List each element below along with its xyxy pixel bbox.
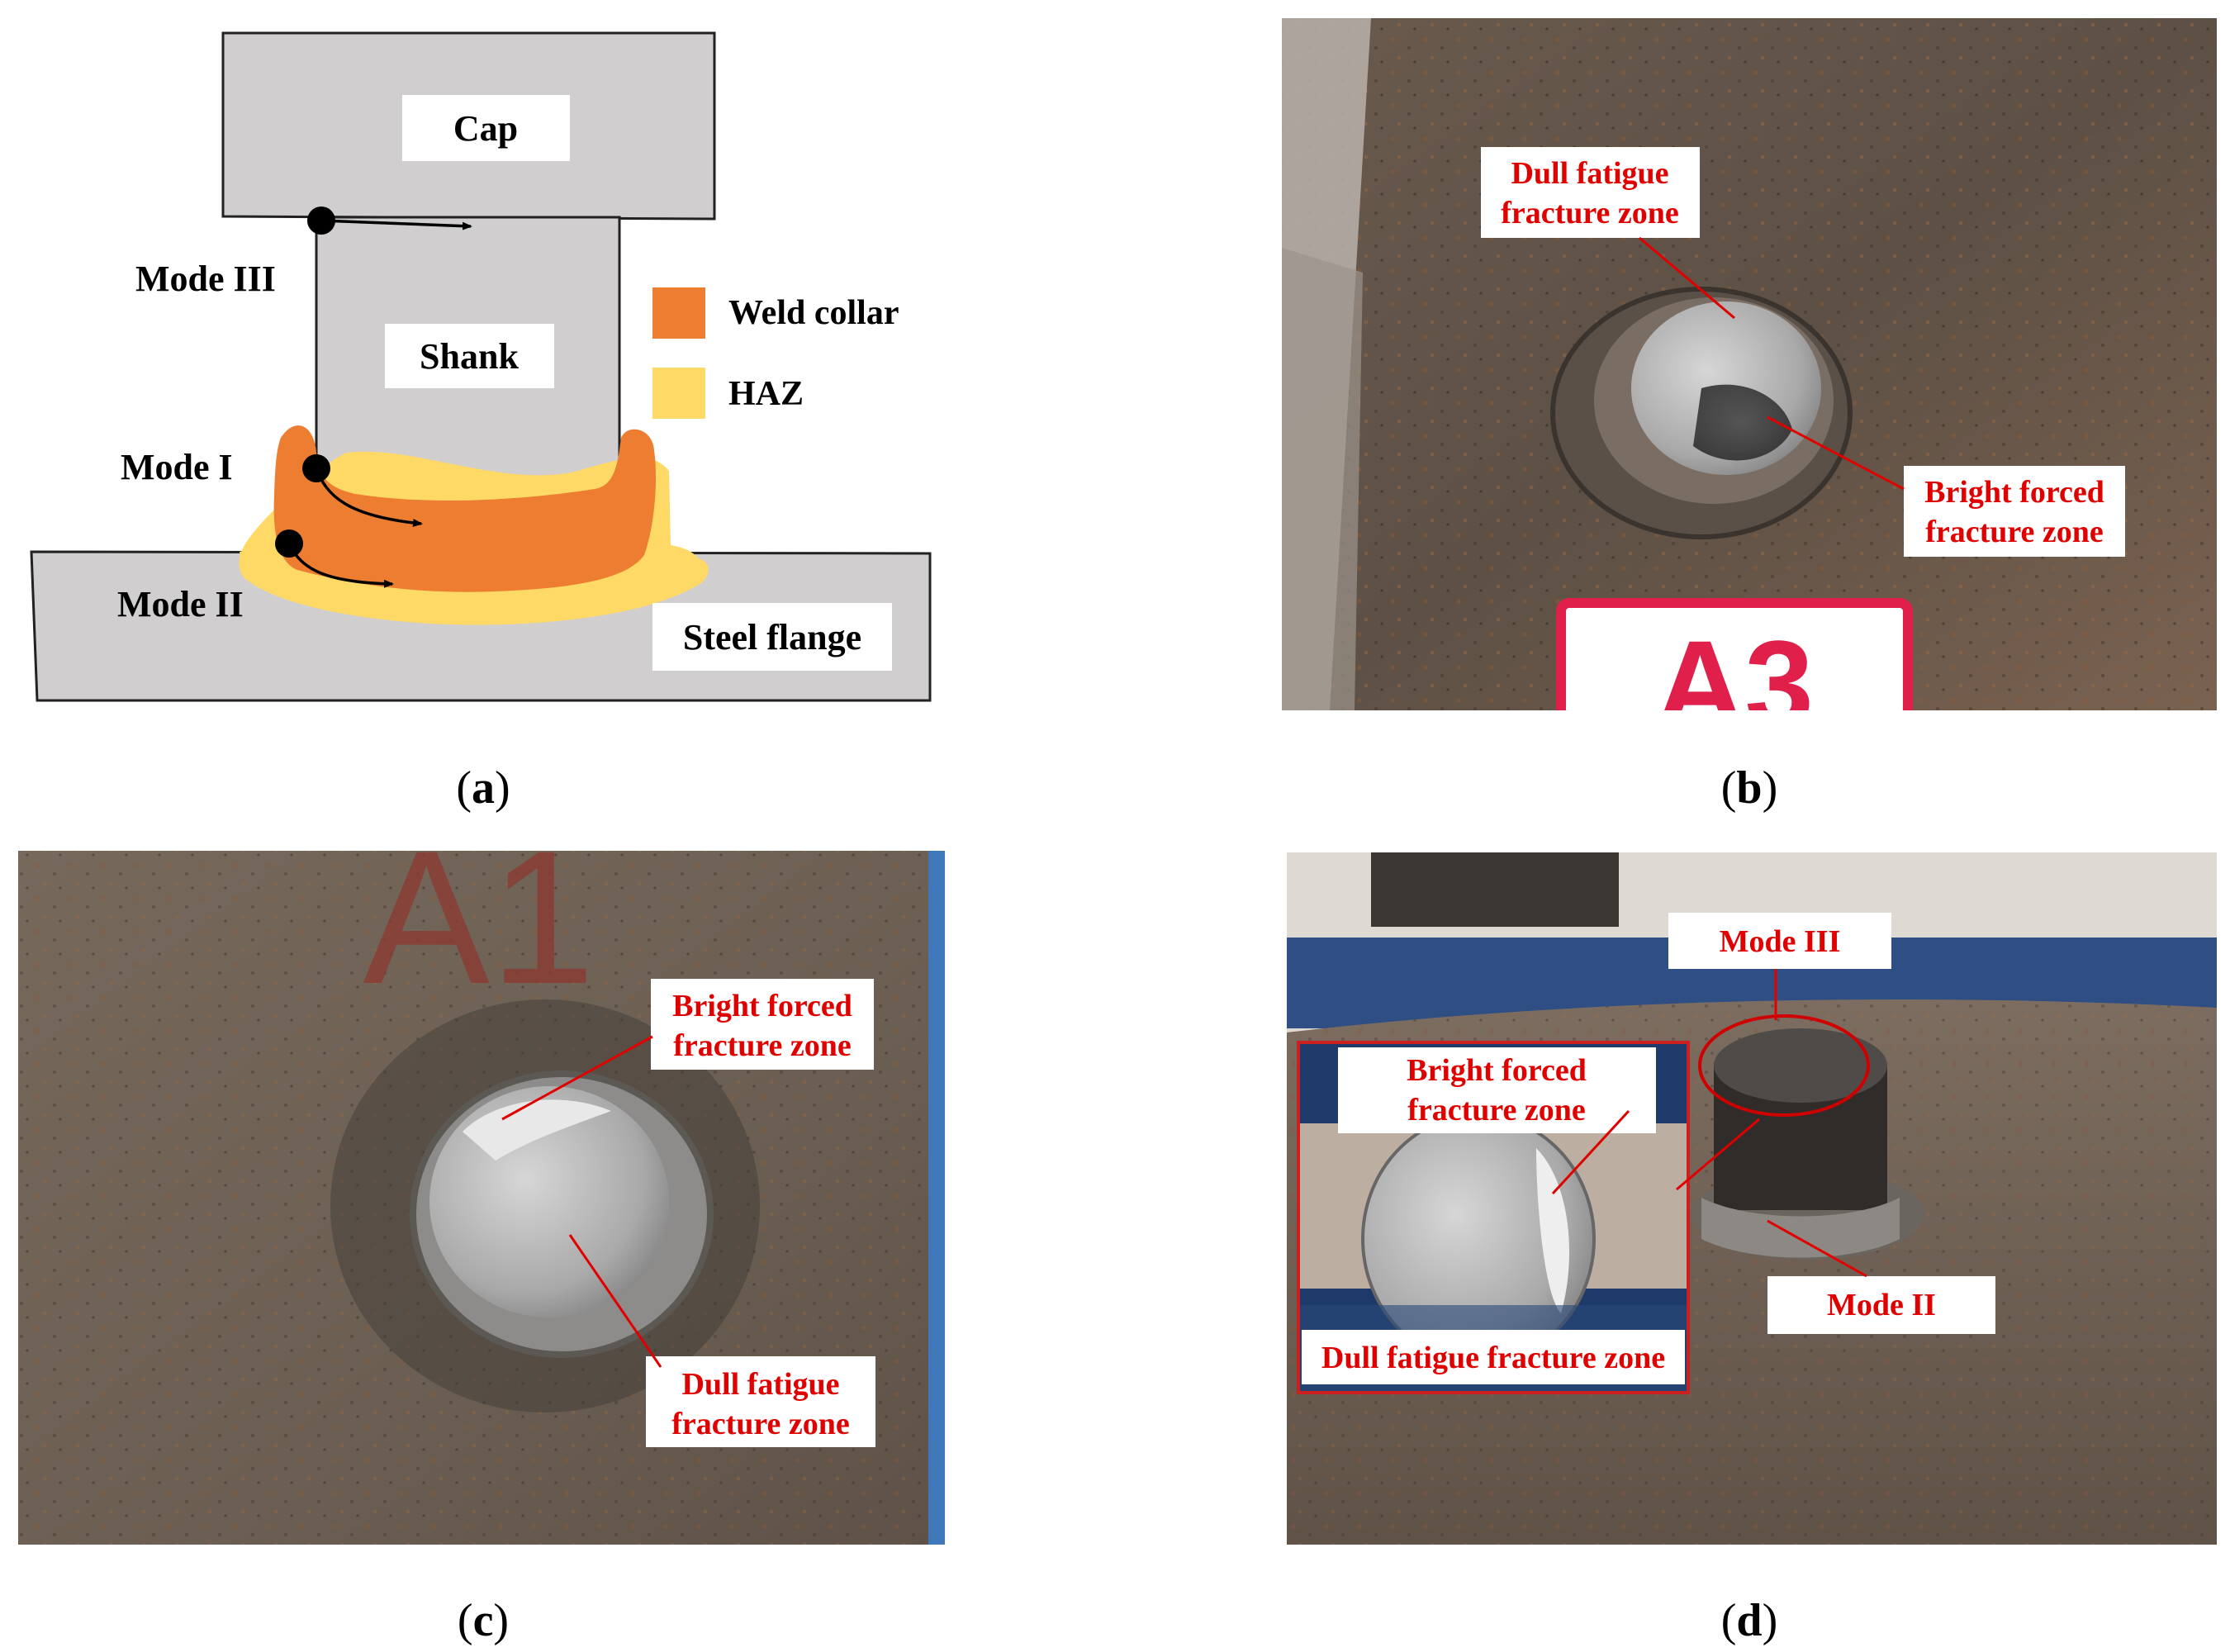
b-bright-line1: Bright forced: [1924, 475, 2104, 510]
b-dull-leader: [1639, 236, 1735, 320]
specimen-marking-c: A1: [363, 811, 595, 1023]
c-bright-line2: fracture zone: [673, 1028, 852, 1063]
panel-b-photo: A3 Dull fatigue fracture zone Bright for…: [1282, 18, 2217, 814]
b-bright-leader: [1767, 415, 1905, 491]
c-bright-line1: Bright forced: [672, 989, 852, 1023]
panel-d-photo: Mode III Mode II Bright forced fracture …: [1287, 852, 2217, 1646]
d-bright-leader: [1551, 1109, 1630, 1195]
weld-collar-region: [273, 425, 657, 592]
panel-c-photo: A1 Bright forced fracture zone Dull fati…: [18, 811, 945, 1646]
caption-d: (d): [1721, 1595, 1777, 1646]
mode3-arrow: [320, 219, 472, 230]
b-dull-label-box: [1481, 147, 1700, 238]
mode2-arrow: [287, 543, 394, 588]
d-mode2-leader: [1767, 1219, 1867, 1278]
panel-a-schematic: Cap Shank Weld collar HAZ Steel flange M…: [30, 31, 932, 814]
legend-haz-label: HAZ: [728, 375, 804, 413]
caption-a: (a): [456, 762, 510, 814]
c-bright-label-box: [651, 979, 874, 1070]
shank-label-box: [385, 324, 554, 388]
cap-label: Cap: [453, 108, 518, 149]
mode1-label: Mode I: [121, 447, 233, 487]
legend-haz-swatch: [652, 368, 705, 419]
cap-label-box: [402, 95, 570, 161]
specimen-tag-b: A3: [1556, 598, 1913, 753]
shank-label: Shank: [420, 336, 519, 377]
mode1-arrow: [315, 468, 423, 527]
c-dull-label-box: [646, 1356, 875, 1447]
d-dull-label-box: [1302, 1330, 1685, 1384]
flange-label-box: [652, 603, 892, 671]
caption-c: (c): [458, 1595, 509, 1646]
b-dull-line2: fracture zone: [1501, 196, 1679, 230]
d-bright-line1: Bright forced: [1407, 1053, 1587, 1088]
flange-label: Steel flange: [683, 617, 861, 657]
d-bright-line2: fracture zone: [1407, 1093, 1586, 1127]
b-bright-line2: fracture zone: [1925, 515, 2104, 549]
legend-weld-swatch: [652, 287, 705, 339]
d-mode3-label-box: [1668, 913, 1891, 969]
d-mode2-label: Mode II: [1827, 1288, 1936, 1322]
svg-text:A1: A1: [363, 811, 595, 1023]
c-dull-line2: fracture zone: [671, 1407, 850, 1441]
caption-b: (b): [1721, 762, 1777, 814]
c-bright-leader: [501, 1035, 653, 1121]
c-dull-line1: Dull fatigue: [681, 1367, 839, 1402]
c-dull-leader: [568, 1234, 662, 1368]
d-bright-label-box: [1338, 1047, 1656, 1133]
mode3-ellipse: [1698, 1014, 1870, 1117]
d-mode3-leader2: [1676, 1118, 1760, 1191]
mode3-label: Mode III: [135, 259, 276, 299]
d-dull-label: Dull fatigue fracture zone: [1321, 1341, 1665, 1375]
b-dull-line1: Dull fatigue: [1511, 156, 1668, 191]
legend-weld-label: Weld collar: [728, 294, 899, 332]
mode2-label: Mode II: [117, 584, 244, 624]
b-bright-label-box: [1904, 466, 2125, 557]
d-mode2-label-box: [1767, 1276, 1995, 1334]
d-mode3-label: Mode III: [1720, 924, 1841, 959]
